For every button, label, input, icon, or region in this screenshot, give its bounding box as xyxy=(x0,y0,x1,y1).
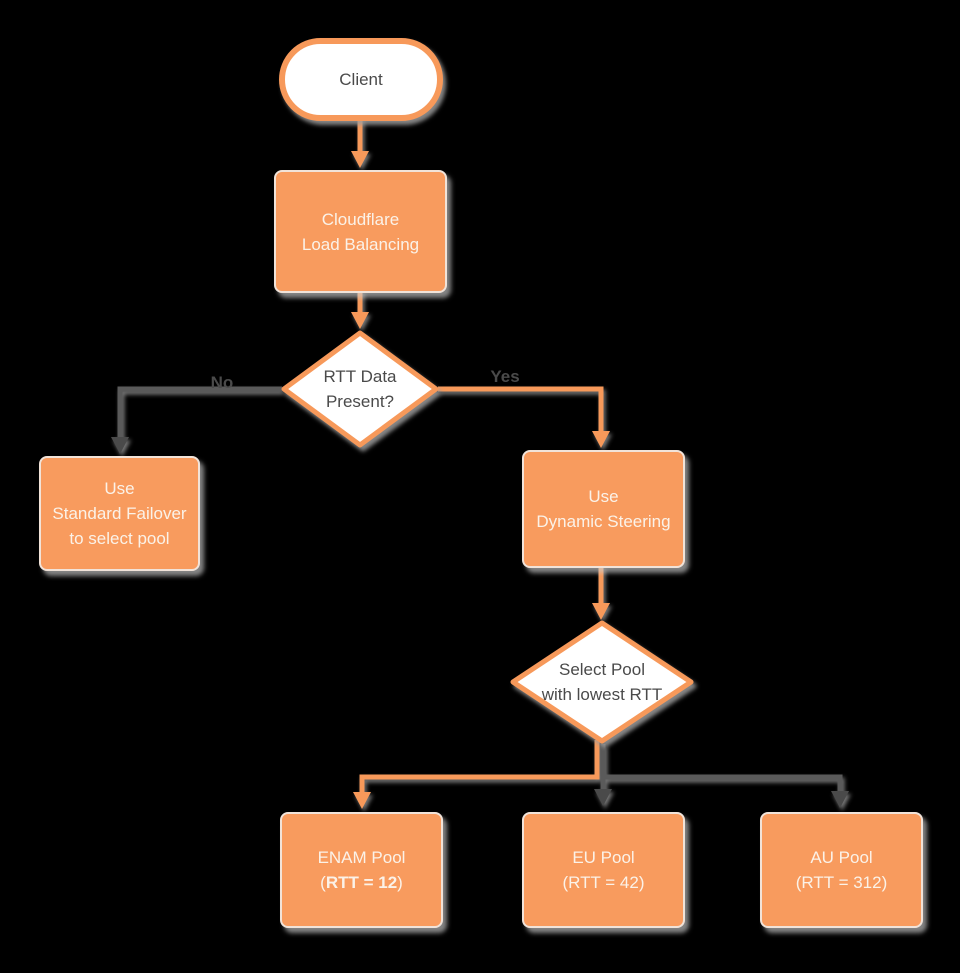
enam-rtt-close-paren: ) xyxy=(397,873,403,892)
edge-selectpool-to-enam xyxy=(359,740,600,793)
node-au-pool-rtt: (RTT = 312) xyxy=(795,873,888,892)
select-pool-diamond-shape xyxy=(510,620,694,744)
enam-rtt-value: RTT = 12 xyxy=(325,873,398,892)
node-au-pool-name: AU Pool xyxy=(810,848,873,867)
arrowhead-to-rttdecision xyxy=(351,312,369,329)
node-client-label: Client xyxy=(339,70,383,89)
node-eu-pool: EU Pool (RTT = 42) xyxy=(522,812,685,928)
arrowhead-to-selectpool xyxy=(592,603,610,620)
enam-rtt-open-paren: ( xyxy=(320,873,326,892)
node-dynamic-steering: Use Dynamic Steering xyxy=(522,450,685,568)
edge-label-no: No xyxy=(210,373,234,392)
node-rtt-decision-line1: RTT Data xyxy=(323,367,397,386)
node-dynamic-steering-line1: Use xyxy=(588,487,619,506)
node-client: Client xyxy=(279,38,443,121)
edge-label-yes: Yes xyxy=(490,367,520,386)
arrowhead-to-loadbalancer xyxy=(351,151,369,168)
node-dynamic-steering-line2: Dynamic Steering xyxy=(536,512,671,531)
edge-yes-rtt-to-dynamic xyxy=(438,386,604,432)
node-load-balancer: Cloudflare Load Balancing xyxy=(274,170,447,293)
rtt-decision-diamond-shape xyxy=(281,330,439,448)
node-select-pool: Select Pool with lowest RTT xyxy=(510,620,694,744)
arrowhead-to-au xyxy=(831,791,849,808)
edge-selectpool-to-au xyxy=(603,774,843,792)
node-standard-failover-line3: to select pool xyxy=(69,529,170,548)
node-standard-failover-line2: Standard Failover xyxy=(52,504,187,523)
node-rtt-decision: RTT Data Present? xyxy=(281,330,439,448)
node-enam-pool: ENAM Pool (RTT = 12) xyxy=(280,812,443,928)
arrowhead-to-enam xyxy=(353,792,371,809)
node-eu-pool-name: EU Pool xyxy=(572,848,635,867)
node-standard-failover: Use Standard Failover to select pool xyxy=(39,456,200,571)
arrowhead-to-eu xyxy=(594,789,612,806)
node-load-balancer-line1: Cloudflare xyxy=(321,209,400,229)
node-select-pool-line2: with lowest RTT xyxy=(541,685,663,704)
edge-no-rtt-to-failover xyxy=(117,386,282,438)
node-standard-failover-line1: Use xyxy=(104,479,135,498)
node-enam-pool-name: ENAM Pool xyxy=(317,848,406,867)
node-rtt-decision-line2: Present? xyxy=(325,392,395,411)
node-load-balancer-line2: Load Balancing xyxy=(301,234,420,254)
arrowhead-to-dynamic xyxy=(592,431,610,448)
arrowhead-to-failover xyxy=(111,437,129,454)
node-eu-pool-rtt: (RTT = 42) xyxy=(562,873,645,892)
node-au-pool: AU Pool (RTT = 312) xyxy=(760,812,923,928)
node-enam-pool-rtt: (RTT = 12) xyxy=(320,870,403,895)
node-select-pool-line1: Select Pool xyxy=(558,660,645,679)
